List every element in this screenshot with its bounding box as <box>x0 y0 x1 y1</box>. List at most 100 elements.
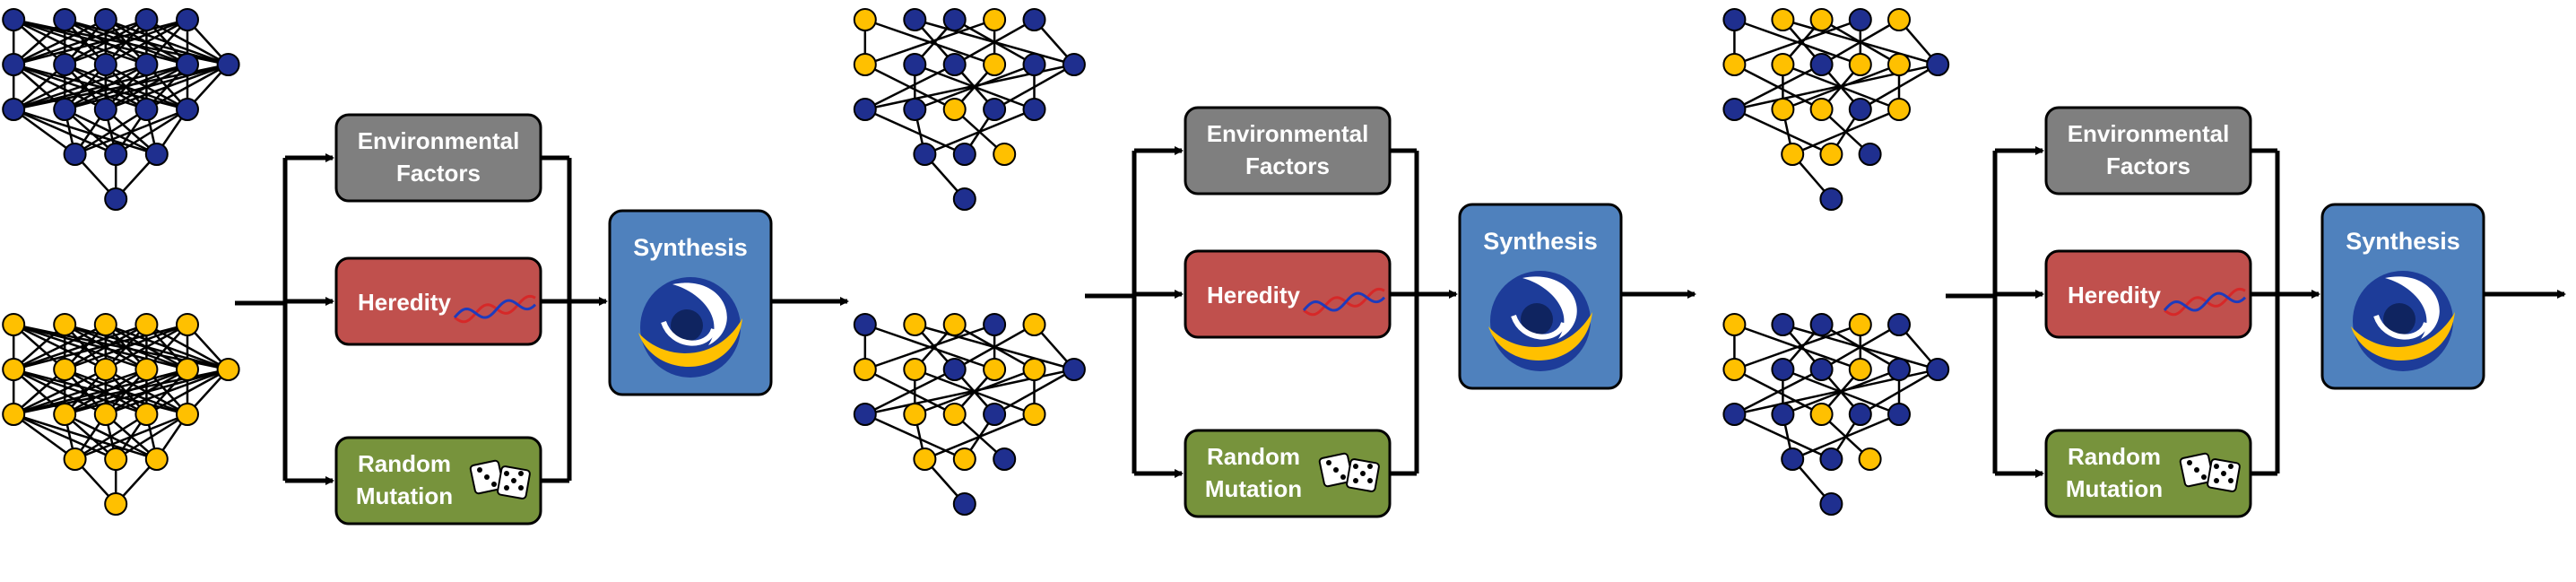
network-node <box>134 358 159 381</box>
random-label-line2: Mutation <box>2066 475 2163 502</box>
network-node <box>1771 358 1795 381</box>
network-edge <box>1791 413 1900 461</box>
network-node <box>134 98 159 121</box>
network-edge <box>105 368 230 416</box>
network-node <box>983 53 1007 76</box>
network-node <box>53 98 77 121</box>
environmental-label-line1: Environmental <box>358 127 520 154</box>
network-edge <box>864 413 966 461</box>
environmental-factors-box <box>2044 106 2252 195</box>
random-mutation-box <box>1184 429 1392 518</box>
network-node <box>2 98 26 121</box>
random-mutation-box <box>334 436 542 526</box>
network-node <box>1809 53 1834 76</box>
environmental-label-line2: Factors <box>396 160 481 187</box>
network-node <box>1809 313 1834 336</box>
network-node <box>942 313 967 336</box>
offspring-network-2-mixed <box>853 313 1086 516</box>
network-node <box>1022 8 1046 31</box>
network-node <box>1771 8 1795 31</box>
network-edge <box>1733 18 1861 66</box>
network-edge <box>1860 63 1939 111</box>
network-edge <box>145 368 230 416</box>
network-node <box>134 403 159 426</box>
network-node <box>1858 143 1882 166</box>
network-node <box>216 53 240 76</box>
network-node <box>176 358 199 381</box>
network-node <box>176 313 199 336</box>
boxes-layer: EnvironmentalFactorsHeredityRandomMutati… <box>334 106 2485 526</box>
network-edge <box>924 108 1035 156</box>
network-edge <box>13 18 147 66</box>
network-node <box>853 53 877 76</box>
network-node <box>1722 53 1747 76</box>
network-node <box>1848 358 1872 381</box>
environmental-label-line2: Factors <box>1245 152 1330 179</box>
network-edge <box>13 108 158 156</box>
network-edge <box>993 368 1075 416</box>
environmental-label-line1: Environmental <box>2068 120 2230 147</box>
network-node <box>853 358 877 381</box>
network-node <box>93 8 117 31</box>
network-edge <box>145 63 230 111</box>
network-edge <box>864 18 995 66</box>
synthesis-label: Synthesis <box>2346 228 2460 255</box>
network-edge <box>74 108 148 156</box>
heredity-box <box>1184 249 1392 339</box>
network-node <box>903 358 927 381</box>
network-node <box>1022 358 1046 381</box>
random-label-line2: Mutation <box>1205 475 1302 502</box>
network-node <box>93 98 117 121</box>
network-node <box>1848 313 1872 336</box>
offspring-network-1-mixed <box>853 8 1086 211</box>
heredity-label: Heredity <box>2068 282 2162 308</box>
network-node <box>903 403 927 426</box>
network-edge <box>13 18 188 66</box>
network-edge <box>993 63 1075 111</box>
network-edge <box>954 18 1036 66</box>
environmental-label-line1: Environmental <box>1207 120 1369 147</box>
network-edge <box>1733 368 1823 416</box>
network-node <box>1848 53 1872 76</box>
network-node <box>983 358 1007 381</box>
network-edge <box>64 323 148 371</box>
network-node <box>2 403 26 426</box>
network-edge <box>64 368 148 416</box>
network-node <box>913 143 937 166</box>
network-edge <box>13 18 107 66</box>
network-node <box>1022 53 1046 76</box>
network-edge <box>1860 368 1939 416</box>
network-node <box>104 447 128 471</box>
swirl-logo-icon <box>1488 271 1592 371</box>
network-node <box>853 313 877 336</box>
network-node <box>1722 98 1747 121</box>
network-edge <box>13 368 188 416</box>
network-node <box>983 8 1007 31</box>
network-edge <box>1733 108 1832 156</box>
network-node <box>176 53 199 76</box>
network-node <box>1887 358 1911 381</box>
network-edge <box>1791 108 1900 156</box>
network-node <box>983 403 1007 426</box>
network-edge <box>1820 323 1900 371</box>
network-node <box>53 403 77 426</box>
heredity-box <box>334 256 542 346</box>
network-node <box>1722 313 1747 336</box>
network-node <box>134 313 159 336</box>
network-node <box>1781 143 1805 166</box>
network-edge <box>1733 413 1832 461</box>
network-node <box>53 8 77 31</box>
network-edge <box>74 413 188 461</box>
random-label-line1: Random <box>358 450 451 477</box>
network-node <box>993 447 1017 471</box>
network-node <box>1781 447 1805 471</box>
network-node <box>1887 8 1911 31</box>
network-node <box>913 447 937 471</box>
offspring-network-3-mixed <box>1722 8 1950 211</box>
network-node <box>1722 403 1747 426</box>
synthesis-label: Synthesis <box>633 234 748 261</box>
swirl-logo-icon <box>2351 271 2455 371</box>
network-node <box>2 358 26 381</box>
network-node <box>216 358 240 381</box>
network-node <box>1809 98 1834 121</box>
